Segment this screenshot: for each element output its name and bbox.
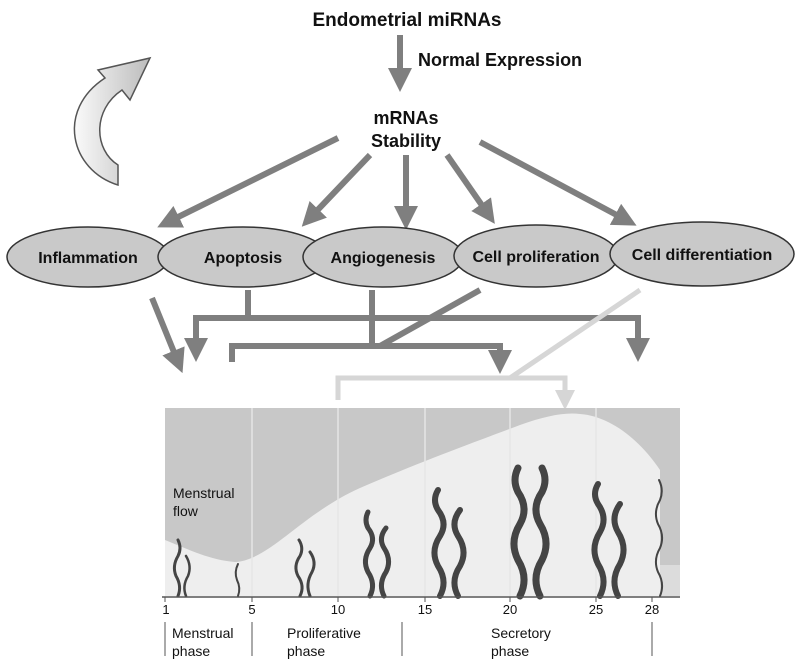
process-label: Inflammation xyxy=(38,250,138,267)
day-axis: 1 5 10 15 20 25 28 xyxy=(162,596,680,617)
day-tick-label: 25 xyxy=(589,602,603,617)
day-tick-label: 20 xyxy=(503,602,517,617)
day-tick-label: 1 xyxy=(162,602,169,617)
spiral-arteries xyxy=(172,464,664,600)
phase-menstrual-line1: Menstrual xyxy=(172,625,233,641)
day-tick-label: 28 xyxy=(645,602,659,617)
stability-label: Stability xyxy=(371,131,441,151)
process-label: Apoptosis xyxy=(204,250,282,267)
day-tick-label: 15 xyxy=(418,602,432,617)
mrna-label: mRNAs xyxy=(373,108,438,128)
phase-proliferative-line1: Proliferative xyxy=(287,625,361,641)
functional-layer xyxy=(165,413,660,596)
differentiation-arrows xyxy=(335,287,642,410)
process-label: Cell proliferation xyxy=(472,249,599,266)
day-tick-label: 10 xyxy=(331,602,345,617)
phase-secretory-line2: phase xyxy=(491,643,529,659)
phase-labels: Menstrual phase Proliferative phase Secr… xyxy=(164,622,653,659)
process-label: Angiogenesis xyxy=(331,250,436,267)
phase-proliferative-line2: phase xyxy=(287,643,325,659)
process-angiogenesis: Angiogenesis xyxy=(302,226,464,288)
day-tick-label: 5 xyxy=(248,602,255,617)
normal-expression-label: Normal Expression xyxy=(418,50,582,70)
endometrial-cycle-figure: Menstrual flow xyxy=(165,408,680,600)
phase-menstrual-line2: phase xyxy=(172,643,210,659)
process-cell-proliferation: Cell proliferation xyxy=(453,224,619,288)
menstrual-flow-label-line2: flow xyxy=(173,503,199,519)
curved-feedback-arrow-icon xyxy=(73,56,152,187)
phase-secretory-line1: Secretory xyxy=(491,625,551,641)
menstrual-flow-label-line1: Menstrual xyxy=(173,485,234,501)
process-to-cycle-arrows xyxy=(149,287,650,374)
process-cell-differentiation: Cell differentiation xyxy=(609,221,795,287)
stability-arrows xyxy=(157,135,637,230)
diagram-title: Endometrial miRNAs xyxy=(313,10,502,31)
process-inflammation: Inflammation xyxy=(6,226,170,288)
process-label: Cell differentiation xyxy=(632,247,772,264)
